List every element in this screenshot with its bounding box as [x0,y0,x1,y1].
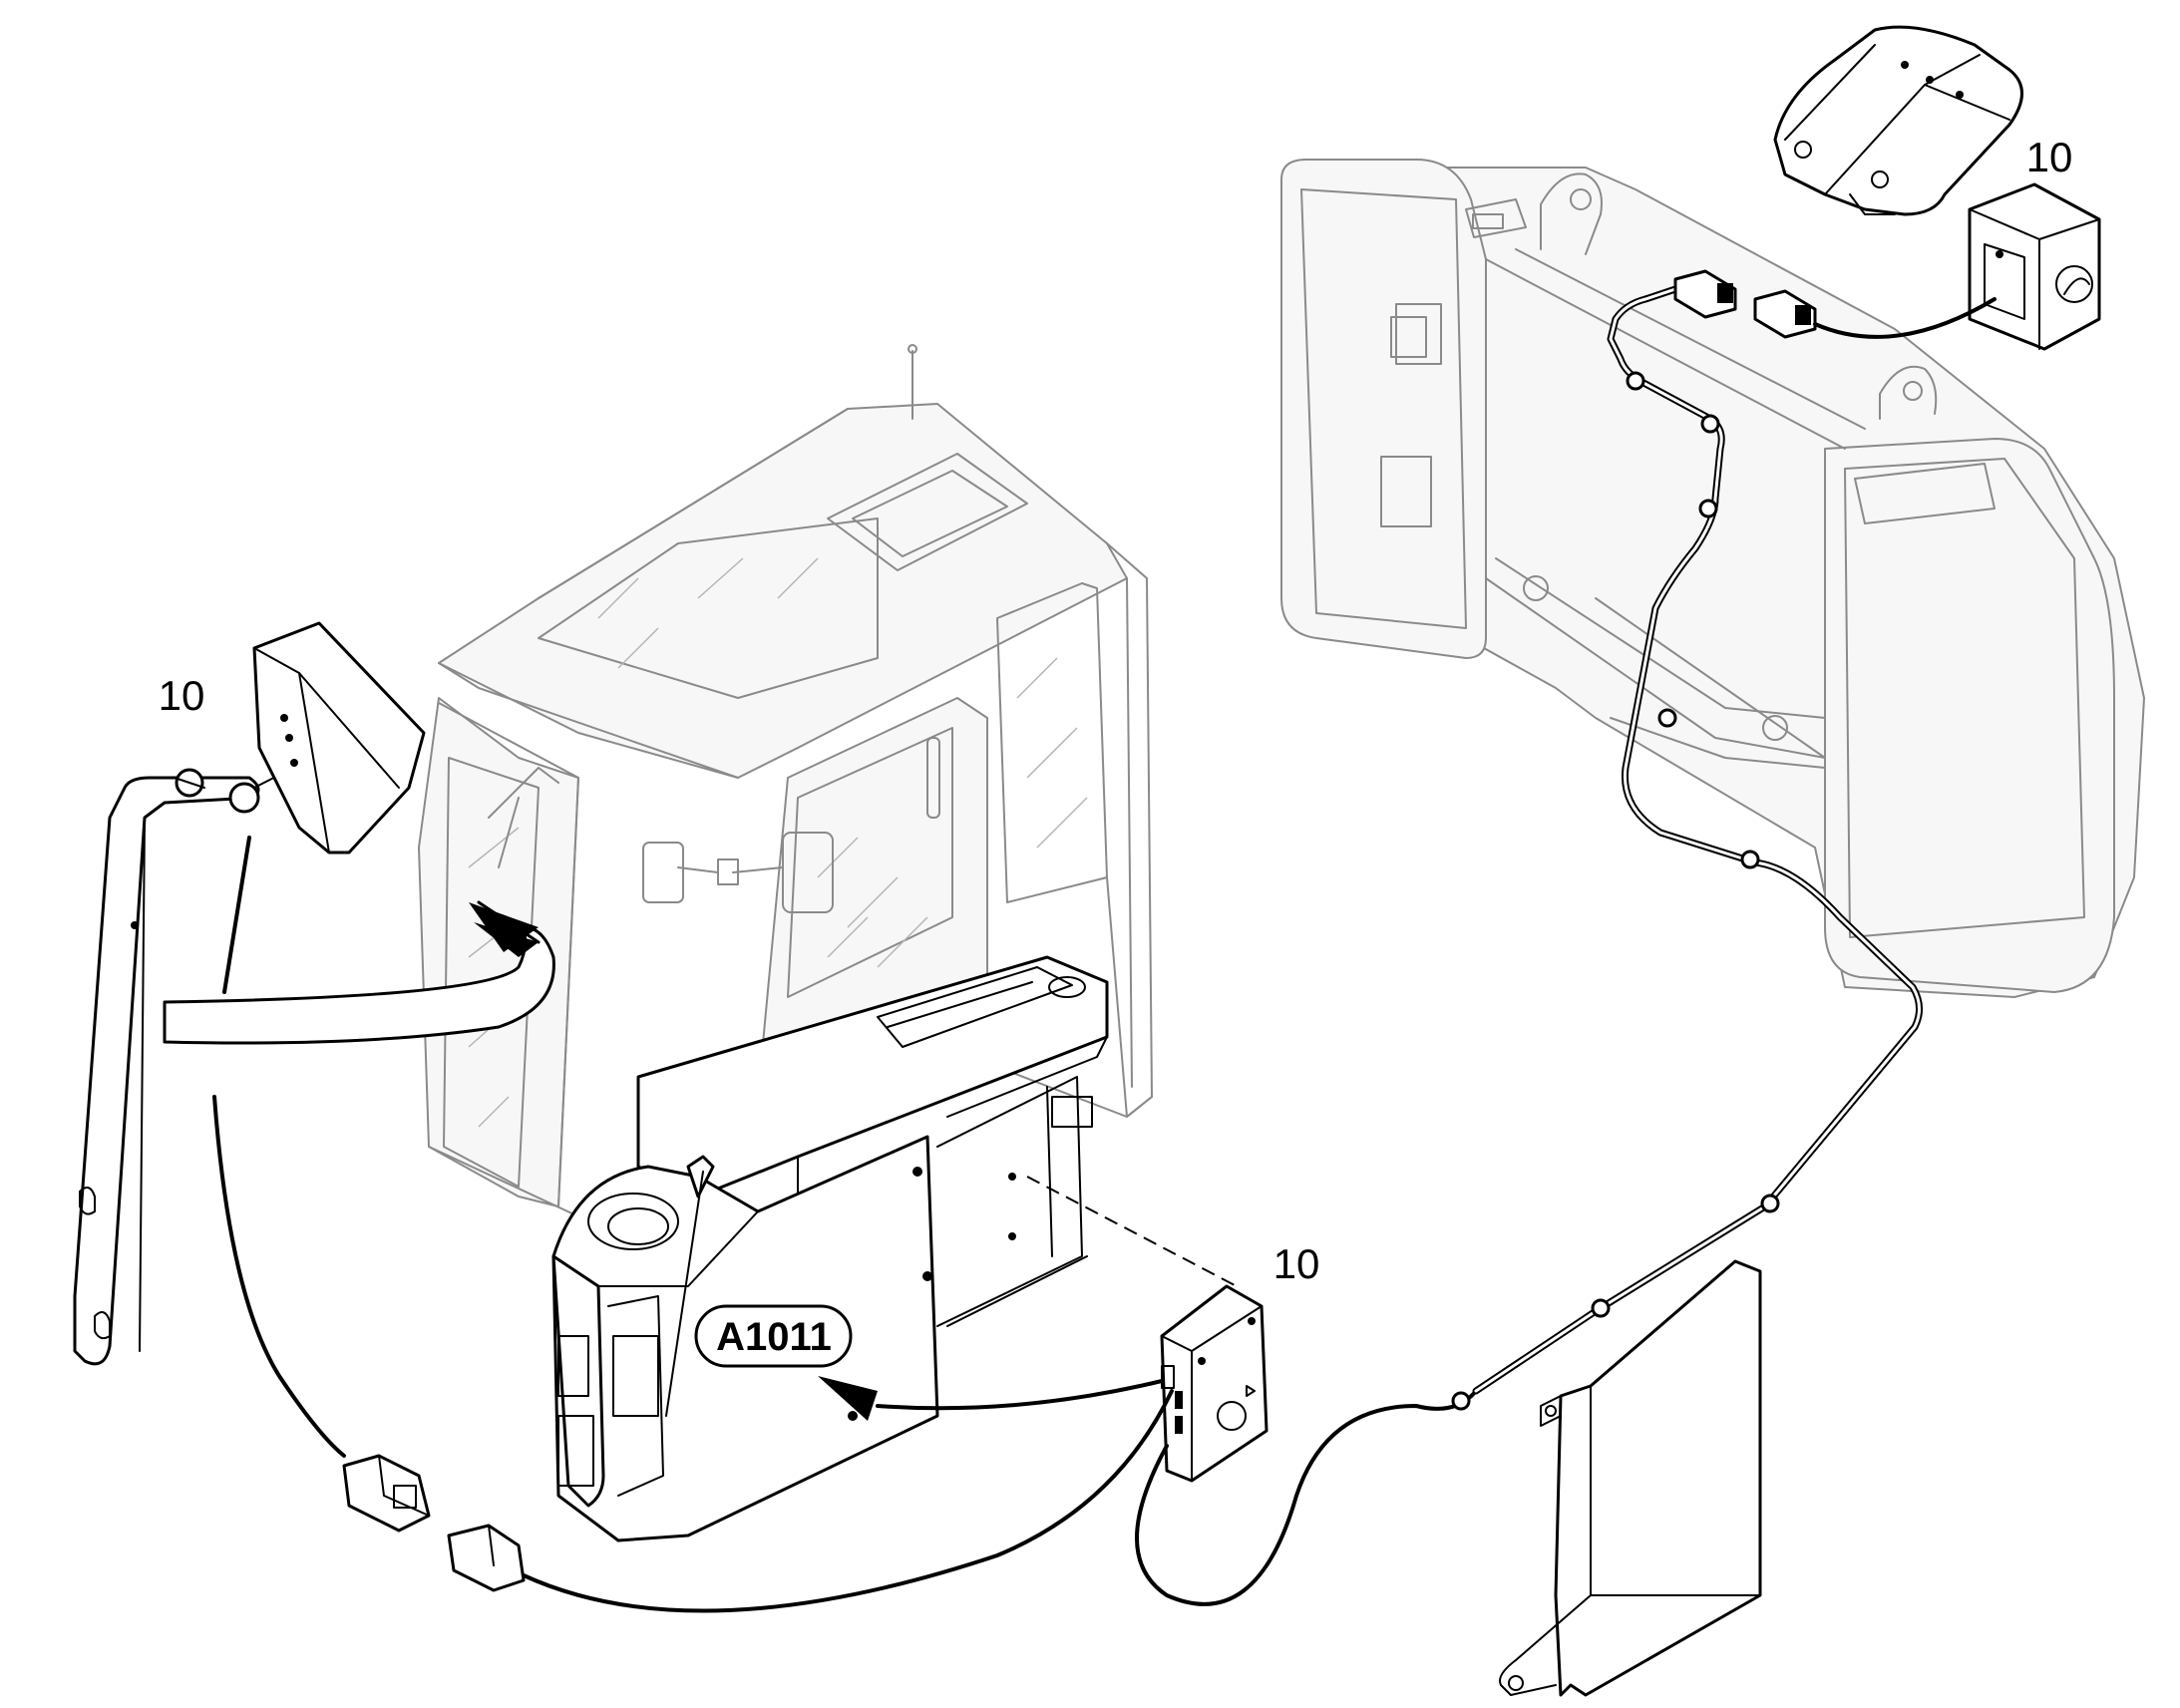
front-camera-assembly [73,621,426,1366]
mounting-alignment-line [1026,1176,1238,1287]
location-tag: A1011 [694,1304,853,1368]
callout-rear-camera: 10 [2026,134,2073,180]
camera-harness [212,269,1997,1613]
routing-arrow-to-console [818,1376,1164,1421]
rear-camera-assembly [1773,25,2101,351]
routing-arrow-to-cab [163,900,555,1045]
location-tag-label: A1011 [716,1315,832,1359]
mounting-panel [1499,1259,1762,1697]
counterweight [1280,159,2145,998]
callout-left-camera: 10 [159,672,205,719]
camera-control-unit [1160,1284,1269,1483]
side-console [551,955,1109,1542]
callout-control-unit: 10 [1273,1240,1320,1287]
